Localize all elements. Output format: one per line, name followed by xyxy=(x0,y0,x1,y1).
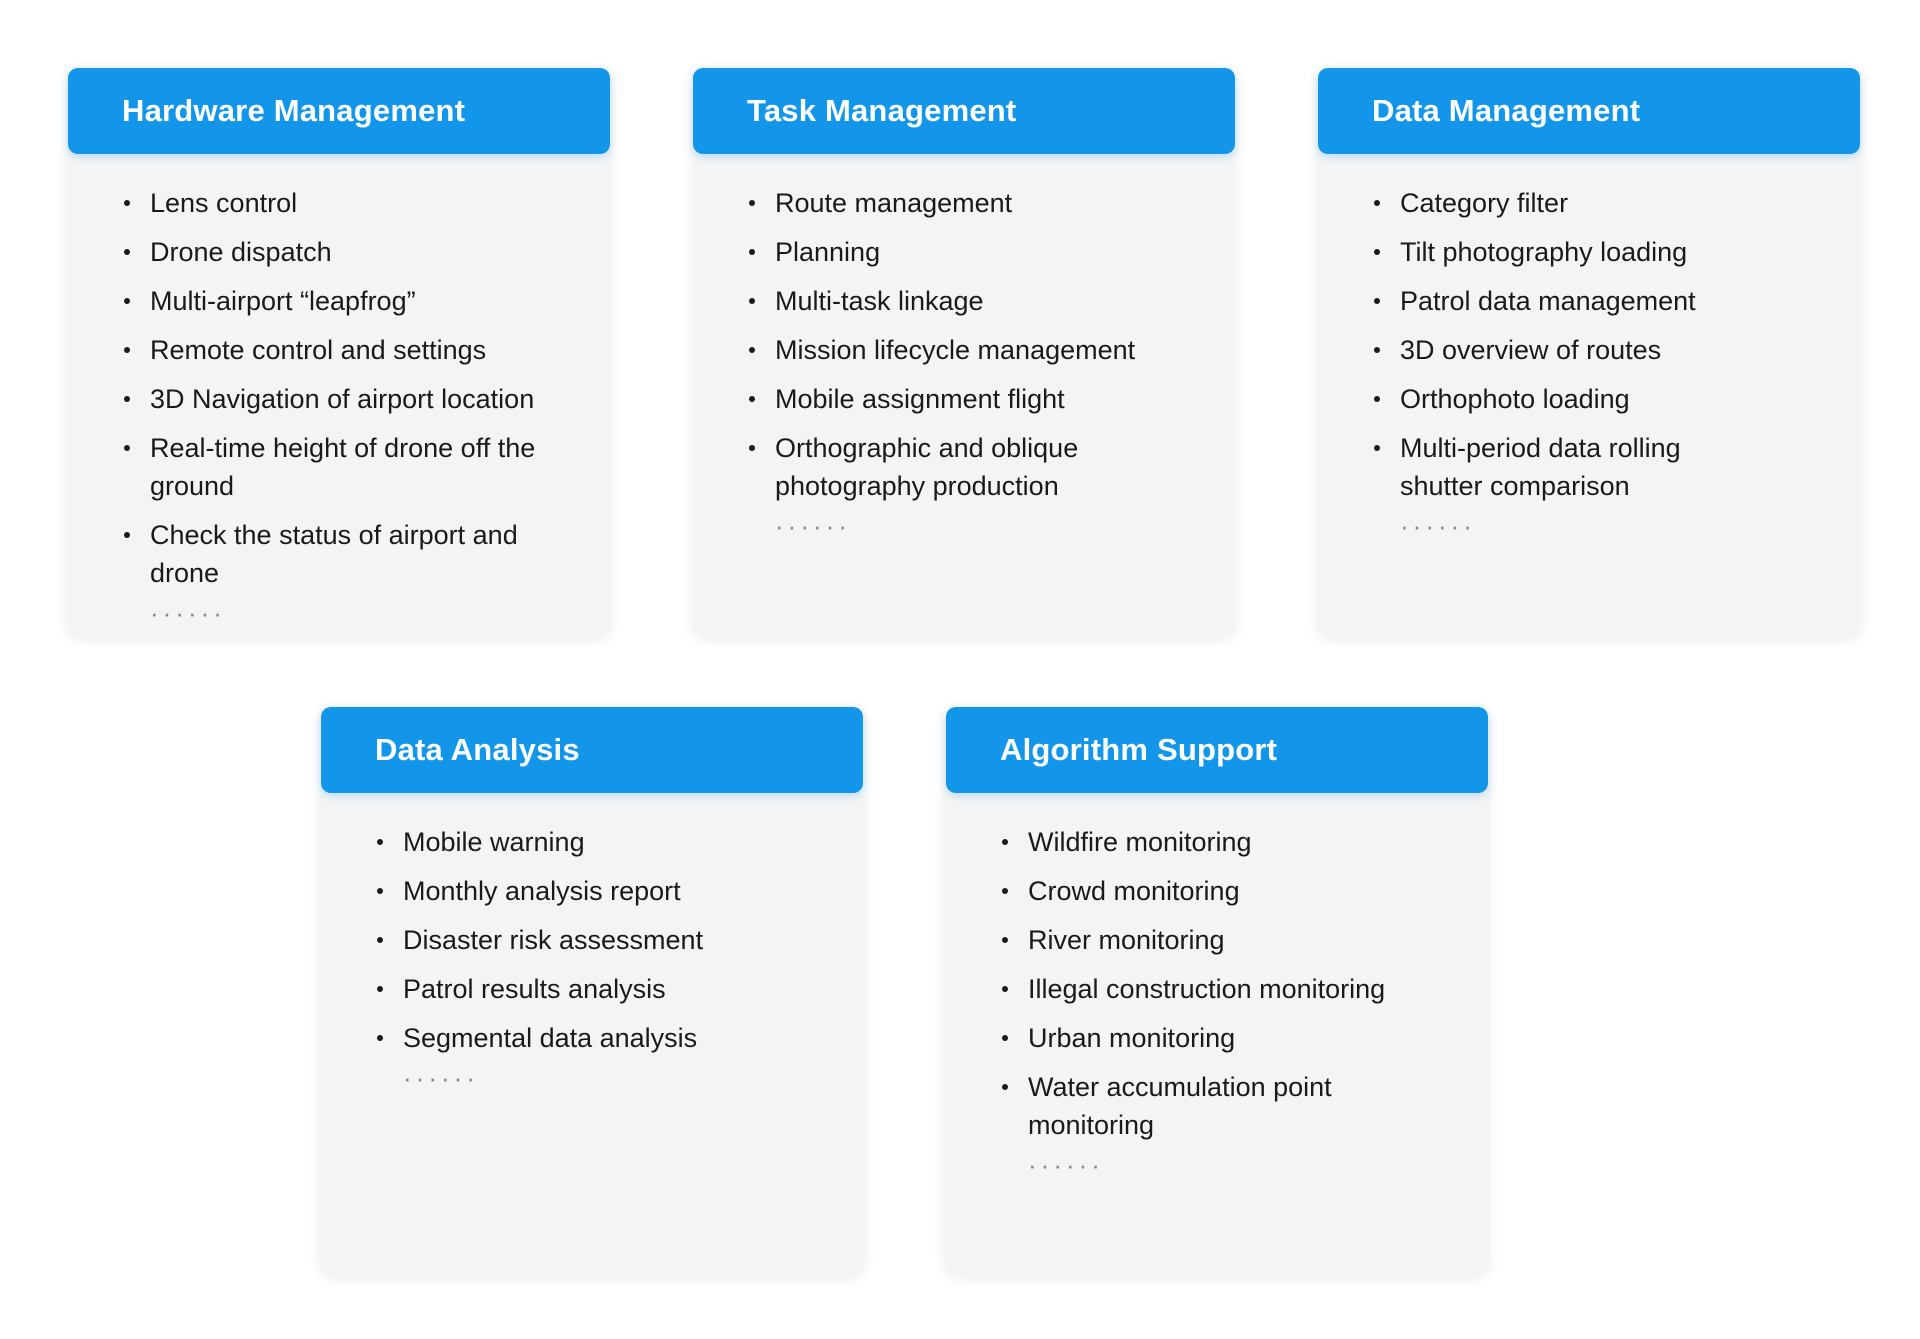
list-item: Wildfire monitoring xyxy=(1002,823,1448,861)
list-item: Patrol results analysis xyxy=(377,970,823,1008)
list-item: Patrol data management xyxy=(1374,282,1840,320)
card-data-analysis: Data Analysis Mobile warning Monthly ana… xyxy=(321,707,863,1275)
feature-list: Route management Planning Multi-task lin… xyxy=(693,154,1235,505)
card-algorithm-support: Algorithm Support Wildfire monitoring Cr… xyxy=(946,707,1488,1275)
card-header: Task Management xyxy=(693,68,1235,154)
list-item: Real-time height of drone off the ground xyxy=(124,429,550,505)
list-item: Segmental data analysis xyxy=(377,1019,823,1057)
more-ellipsis: ······ xyxy=(1028,1150,1104,1180)
list-item: 3D Navigation of airport location xyxy=(124,380,590,418)
list-item: River monitoring xyxy=(1002,921,1448,959)
card-title: Data Management xyxy=(1372,93,1641,128)
card-task-management: Task Management Route management Plannin… xyxy=(693,68,1235,636)
list-item: Multi-task linkage xyxy=(749,282,1195,320)
card-header: Hardware Management xyxy=(68,68,610,154)
list-item: Illegal construction monitoring xyxy=(1002,970,1468,1008)
feature-list: Mobile warning Monthly analysis report D… xyxy=(321,793,863,1057)
list-item: Drone dispatch xyxy=(124,233,550,271)
card-hardware-management: Hardware Management Lens control Drone d… xyxy=(68,68,610,636)
feature-list: Category filter Tilt photography loading… xyxy=(1318,154,1860,505)
card-title: Hardware Management xyxy=(122,93,466,128)
card-title: Task Management xyxy=(747,93,1017,128)
card-data-management: Data Management Category filter Tilt pho… xyxy=(1318,68,1860,636)
list-item: Planning xyxy=(749,233,1195,271)
feature-list: Lens control Drone dispatch Multi-airpor… xyxy=(68,154,610,592)
list-item: Orthophoto loading xyxy=(1374,380,1820,418)
list-item: Route management xyxy=(749,184,1195,222)
list-item: Disaster risk assessment xyxy=(377,921,823,959)
card-header: Data Management xyxy=(1318,68,1860,154)
list-item: Multi-period data rolling shutter compar… xyxy=(1374,429,1760,505)
list-item: Check the status of airport and drone xyxy=(124,516,520,592)
list-item: Mission lifecycle management xyxy=(749,331,1215,369)
list-item: Urban monitoring xyxy=(1002,1019,1448,1057)
more-ellipsis: ······ xyxy=(150,598,226,628)
list-item: Category filter xyxy=(1374,184,1820,222)
more-ellipsis: ······ xyxy=(1400,511,1476,541)
more-ellipsis: ······ xyxy=(775,511,851,541)
more-ellipsis: ······ xyxy=(403,1063,479,1093)
list-item: Multi-airport “leapfrog” xyxy=(124,282,550,320)
list-item: Orthographic and oblique photography pro… xyxy=(749,429,1175,505)
list-item: Lens control xyxy=(124,184,550,222)
list-item: Water accumulation point monitoring xyxy=(1002,1068,1408,1144)
list-item: Mobile warning xyxy=(377,823,823,861)
list-item: Monthly analysis report xyxy=(377,872,823,910)
list-item: 3D overview of routes xyxy=(1374,331,1820,369)
list-item: Remote control and settings xyxy=(124,331,550,369)
card-title: Algorithm Support xyxy=(1000,732,1278,767)
list-item: Mobile assignment flight xyxy=(749,380,1195,418)
card-title: Data Analysis xyxy=(375,732,580,767)
list-item: Tilt photography loading xyxy=(1374,233,1820,271)
card-header: Algorithm Support xyxy=(946,707,1488,793)
feature-list: Wildfire monitoring Crowd monitoring Riv… xyxy=(946,793,1488,1144)
card-header: Data Analysis xyxy=(321,707,863,793)
list-item: Crowd monitoring xyxy=(1002,872,1448,910)
